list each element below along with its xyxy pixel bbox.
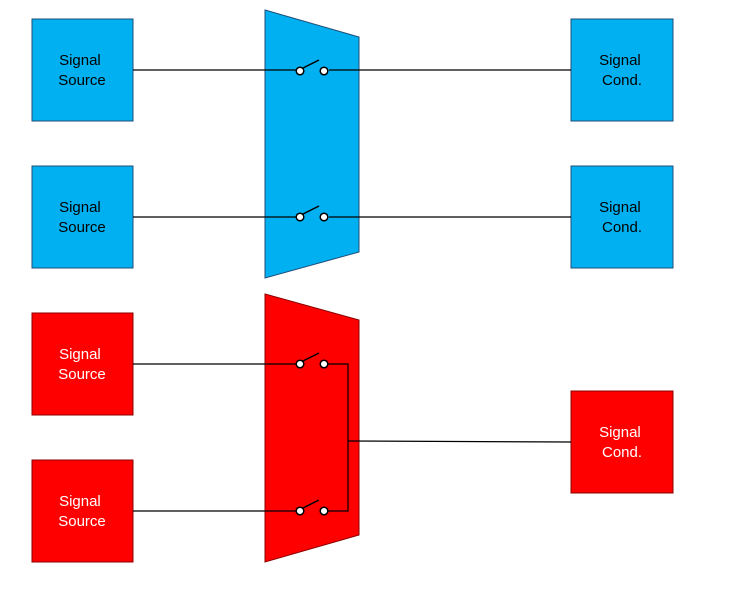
svg-text:Signal Cond.: Signal Cond. [599,199,645,236]
blue-cond-box-1 [570,18,674,122]
red-source-2-label-line2: Source [58,513,106,530]
red-source-box-2 [31,459,134,563]
svg-text:Signal Source: Signal Source [58,346,106,383]
red-source-box-1 [31,312,134,416]
red-source-1-label-line2: Source [58,366,106,383]
blue-cond-2-label-line1: Signal [599,199,641,216]
svg-text:Signal Source: Signal Source [58,52,106,89]
blue-cond-box-2 [570,165,674,269]
blue-source-2-label-line1: Signal [59,199,101,216]
blue-mux-body [264,9,360,279]
blue-cond-1-label-line2: Cond. [602,72,642,89]
blue-cond-1-label-line1: Signal [599,52,641,69]
red-source-2-label-line1: Signal [59,493,101,510]
red-group: Signal Source Signal Source Signal Cond. [31,293,674,563]
blue-source-2-label-line2: Source [58,219,106,236]
blue-switch-2-icon [295,205,329,222]
red-switch-1-icon [295,352,329,369]
blue-group: Signal Source Signal Source Signal Cond.… [31,9,674,279]
svg-text:Signal Source: Signal Source [58,199,106,236]
blue-source-1-label-line1: Signal [59,52,101,69]
red-wire-out [347,440,572,443]
svg-text:Signal Cond.: Signal Cond. [599,52,645,89]
blue-switch-1-icon [295,59,329,76]
svg-text:Signal Cond.: Signal Cond. [599,424,645,461]
red-source-1-label-line1: Signal [59,346,101,363]
red-mux-body [264,293,360,563]
red-cond-label-line1: Signal [599,424,641,441]
red-switch-2-icon [295,499,329,516]
blue-cond-2-label-line2: Cond. [602,219,642,236]
blue-source-box-2 [31,165,134,269]
red-bus-wire [328,363,349,512]
red-cond-box [570,390,674,494]
svg-text:Signal Source: Signal Source [58,493,106,530]
red-cond-label-line2: Cond. [602,444,642,461]
blue-source-1-label-line2: Source [58,72,106,89]
blue-source-box-1 [31,18,134,122]
